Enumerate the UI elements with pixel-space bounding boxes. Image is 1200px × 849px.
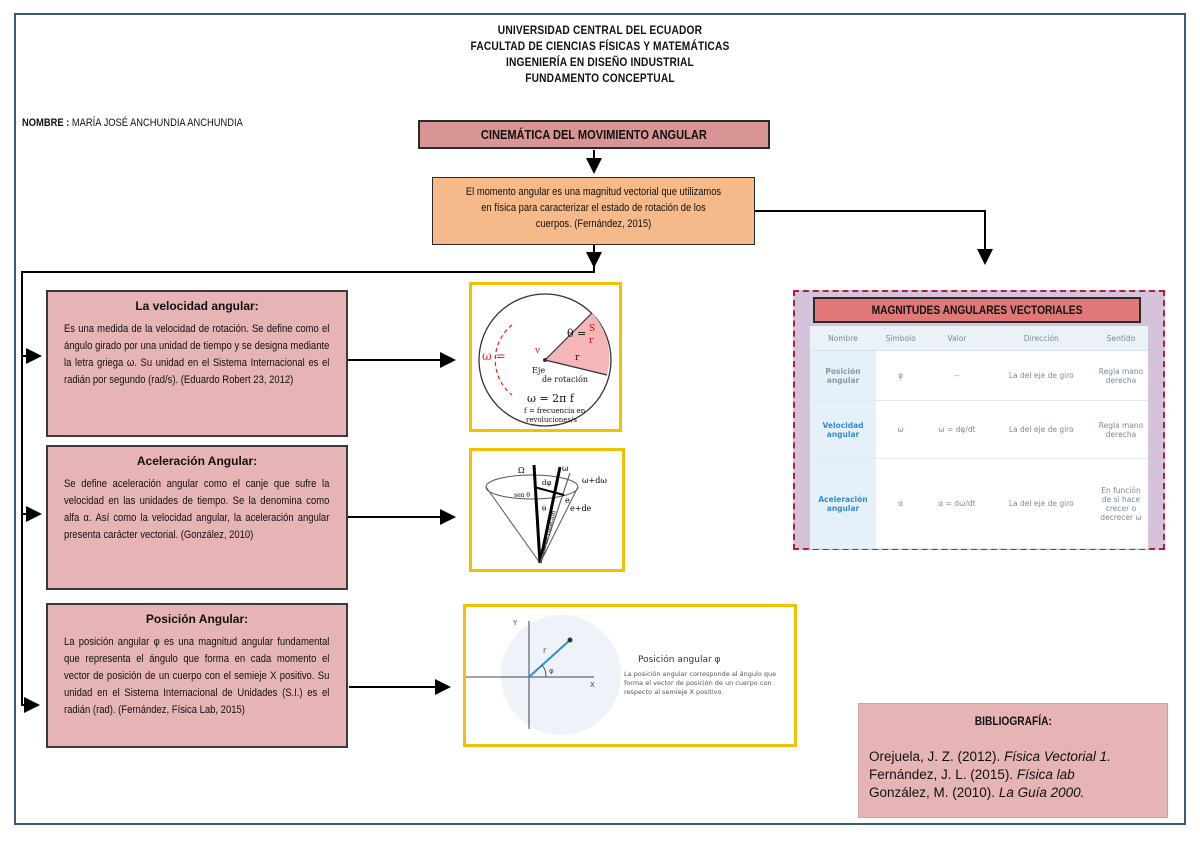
concept-text: Se define aceleración angular como el ca… [64, 478, 330, 541]
header-faculty: FACULTAD DE CIENCIAS FÍSICAS Y MATEMÁTIC… [470, 39, 730, 53]
Omega-label: Ω [518, 466, 525, 475]
position-text: La posición angular corresponde al ángul… [624, 670, 777, 696]
s-label: S [589, 324, 595, 334]
eje-label: Eje [532, 366, 545, 375]
x-axis-label: X [590, 681, 595, 689]
v-label: v [534, 346, 541, 356]
reference-item: Orejuela, J. Z. (2012). Física Vectorial… [869, 749, 1111, 764]
table-row: Posición angular φ -- La del eje de giro… [810, 350, 1148, 401]
sen-label: sen θ [514, 492, 530, 499]
bibliography-box: BIBLIOGRAFÍA: Orejuela, J. Z. (2012). Fí… [858, 703, 1168, 818]
col-valor: Valor [925, 326, 989, 351]
freq-label: f = frecuencia en [524, 407, 586, 415]
freq2-label: revoluciones/s [526, 416, 577, 424]
theta-label: θ = [567, 327, 586, 340]
concept-posicion-angular: Posición Angular: La posición angular φ … [46, 603, 348, 748]
angular-velocity-figure: θ = S r r ω = v Eje de rotación ω = 2π f… [469, 282, 622, 432]
concept-velocidad-angular: La velocidad angular: Es una medida de l… [46, 290, 348, 437]
magnitudes-title: MAGNITUDES ANGULARES VECTORIALES [813, 297, 1141, 323]
definition-box: El momento angular es una magnitud vecto… [432, 177, 755, 245]
table-row: Aceleración angular α α = dω/dt La del e… [810, 458, 1148, 549]
table-header-row: Nombre Símbolo Valor Dirección Sentido [810, 326, 1148, 351]
r-label: r [543, 646, 547, 655]
student-label: NOMBRE : [22, 117, 70, 129]
phi-label: φ [549, 667, 554, 675]
student-value: MARÍA JOSÉ ANCHUNDIA ANCHUNDIA [71, 117, 243, 129]
table-row: Velocidad angular ω ω = dφ/dt La del eje… [810, 400, 1148, 459]
position-title: Posición angular φ [638, 654, 721, 665]
reference-item: Fernández, J. L. (2015). Física lab [869, 767, 1075, 782]
concept-aceleracion-angular: Aceleración Angular: Se define aceleraci… [46, 445, 348, 590]
col-direccion: Dirección [988, 326, 1094, 351]
header-subject: FUNDAMENTO CONCEPTUAL [525, 71, 675, 85]
r-side-label: r [575, 353, 580, 363]
col-nombre: Nombre [810, 326, 876, 351]
ede-label: e+de [570, 504, 592, 513]
header: UNIVERSIDAD CENTRAL DEL ECUADOR FACULTAD… [0, 22, 1200, 86]
angular-position-figure: Y X r φ Posición angular φ La posición a… [463, 604, 797, 747]
r-label: r [589, 336, 594, 346]
concept-title: Posición Angular: [145, 612, 249, 626]
omega-dw-label: ω+dω [582, 476, 607, 485]
concept-text: La posición angular φ es una magnitud an… [64, 636, 330, 716]
col-sentido: Sentido [1094, 326, 1148, 351]
header-career: INGENIERÍA EN DISEÑO INDUSTRIAL [506, 55, 694, 69]
y-axis-label: Y [512, 619, 518, 627]
main-title: CINEMÁTICA DEL MOVIMIENTO ANGULAR [418, 120, 770, 149]
col-simbolo: Símbolo [876, 326, 926, 351]
formula-label: ω = 2π f [527, 392, 575, 405]
omega-label: ω = [482, 349, 506, 363]
reference-item: González, M. (2010). La Guía 2000. [869, 785, 1085, 800]
concept-title: Aceleración Angular: [136, 454, 258, 468]
header-university: UNIVERSIDAD CENTRAL DEL ECUADOR [497, 23, 703, 37]
theta-label: θ [542, 505, 546, 513]
eje2-label: de rotación [542, 375, 588, 384]
dphi-label: dφ [542, 479, 551, 487]
bibliography-title: BIBLIOGRAFÍA: [974, 714, 1052, 728]
concept-title: La velocidad angular: [135, 299, 259, 313]
e-label: e [565, 496, 570, 505]
page-frame [14, 13, 1186, 825]
omega-label: ω [562, 464, 569, 473]
concept-text: Es una medida de la velocidad de rotació… [64, 323, 330, 386]
magnitudes-table: Nombre Símbolo Valor Dirección Sentido P… [810, 326, 1148, 549]
student-name: NOMBRE : MARÍA JOSÉ ANCHUNDIA ANCHUNDIA [22, 117, 243, 129]
angular-acceleration-figure: Ω ω ω+dω dφ sen θ e e+de θ eje de rotaci… [469, 448, 625, 572]
